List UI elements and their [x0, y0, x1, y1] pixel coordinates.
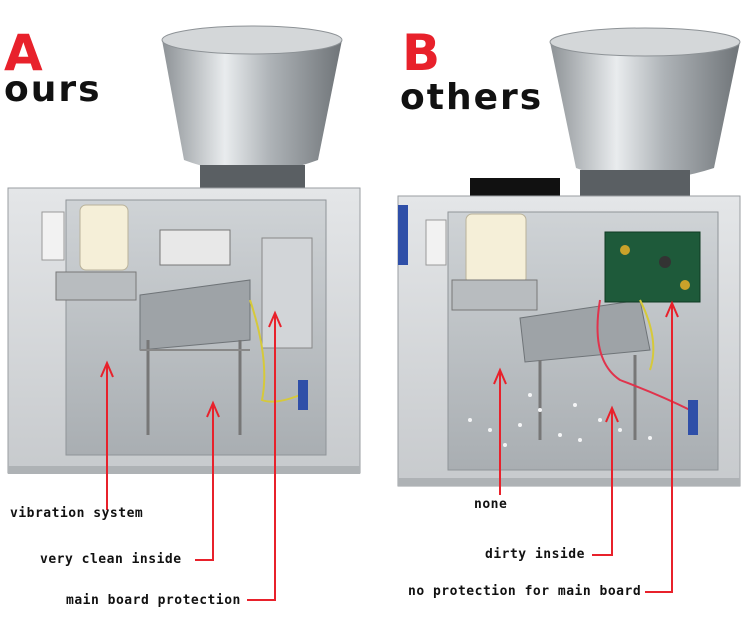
panel-b-letter: B [402, 24, 441, 82]
debris [468, 393, 652, 447]
callout-clean-inside: very clean inside [40, 552, 182, 567]
feed-chute [79, 204, 129, 271]
callout-no-board-protection: no protection for main board [408, 584, 642, 599]
callout-vibration-system: vibration system [10, 506, 144, 521]
feed-chute [465, 213, 527, 285]
machine-a [7, 25, 361, 474]
panel-a-letter: A [4, 24, 43, 82]
board-cover [261, 237, 313, 349]
hopper-bowl [550, 32, 740, 180]
callout-none: none [474, 497, 508, 512]
callout-arrows-a [100, 310, 282, 601]
hopper-bowl [162, 30, 342, 173]
callout-board-protection: main board protection [66, 593, 241, 608]
callout-dirty-inside: dirty inside [485, 547, 585, 562]
panel-b-tag: others [400, 77, 544, 118]
panel-a-tag: ours [4, 69, 102, 110]
vibration-plate [139, 279, 251, 351]
callout-arrows-b [493, 300, 679, 593]
main-board [604, 231, 701, 303]
